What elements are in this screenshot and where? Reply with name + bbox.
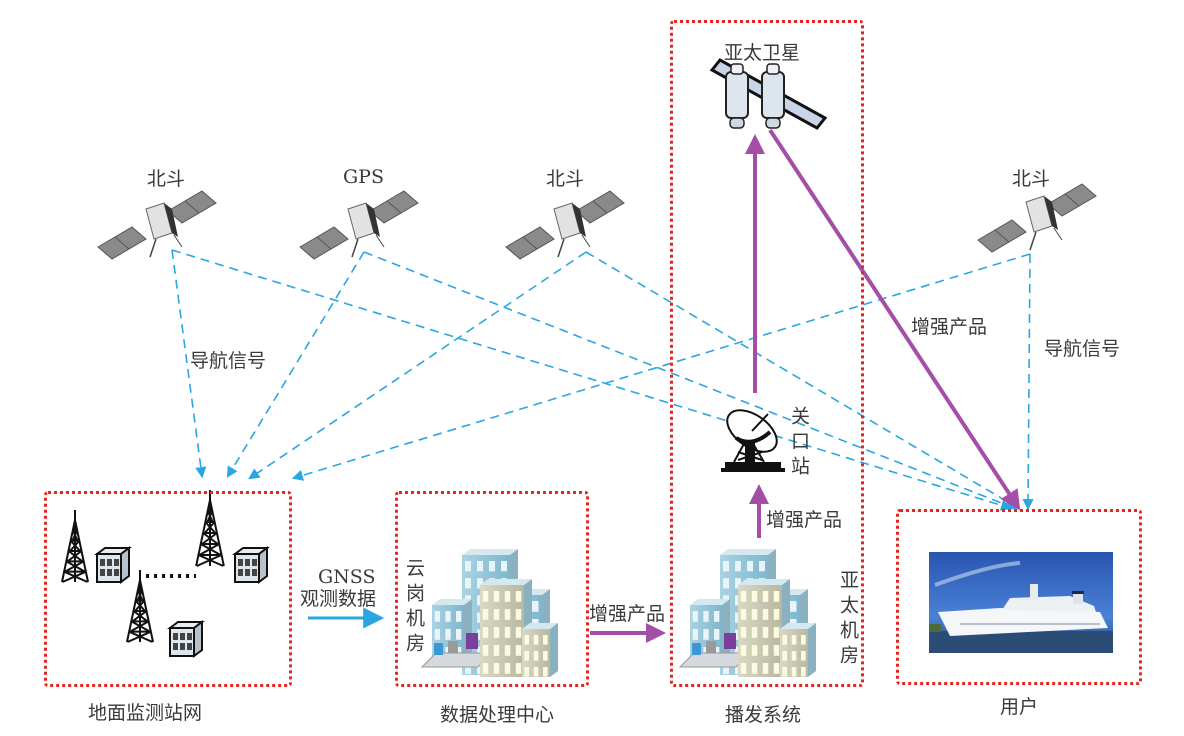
radio-tower-icon <box>61 510 89 583</box>
nav-signal-arrow <box>171 249 207 479</box>
user-group <box>896 509 1142 685</box>
data-center-group <box>395 491 589 687</box>
gnss-label: GNSS <box>318 566 376 588</box>
beidou-left-label: 北斗 <box>147 168 186 190</box>
equipment-purple <box>466 633 478 649</box>
equipment-blue <box>692 643 701 655</box>
enhance-geo-to-user-arrow <box>768 128 1021 511</box>
nav-signal-arrow <box>248 251 587 480</box>
ground-network-label: 地面监测站网 <box>88 702 203 724</box>
apac-geo-satellite-icon <box>709 58 828 130</box>
radio-tower-icon <box>126 570 154 643</box>
nav-signal-arrow <box>291 253 1031 481</box>
nav-signal-arrow <box>585 251 1020 510</box>
cloud-room-buildings-icon <box>420 549 558 677</box>
nav-signal-arrow <box>1022 253 1034 511</box>
apac-room-label: 亚太机房 <box>837 570 859 670</box>
gps-satellite-icon <box>299 190 419 260</box>
equipment-gray <box>448 641 458 653</box>
station-building-icon <box>232 546 270 584</box>
beidou-mid-label: 北斗 <box>546 168 585 190</box>
broadcast-system-label: 播发系统 <box>725 704 802 726</box>
broadcast-system-group <box>670 20 864 687</box>
cloud-room-label: 云岗机房 <box>403 558 425 658</box>
small-beige-building <box>522 623 558 677</box>
ground-station-network-icons <box>61 490 270 658</box>
apac-room-buildings-icon <box>678 549 816 677</box>
gps-label: GPS <box>343 166 384 188</box>
gateway-dish-icon <box>721 409 785 472</box>
equipment-blue <box>434 643 443 655</box>
nav-signal-arrow <box>226 251 365 478</box>
station-building-icon <box>167 620 205 658</box>
ground-network-group <box>44 491 292 687</box>
radio-tower-icon <box>195 490 225 567</box>
nav-signal-arrow <box>171 249 1013 511</box>
data-center-label: 数据处理中心 <box>440 704 555 726</box>
nav-signal-right-label: 导航信号 <box>1044 338 1121 360</box>
enhance-product-room-label: 增强产品 <box>766 509 843 531</box>
beidou-satellite-left-icon <box>97 190 217 260</box>
station-building-icon <box>94 546 132 584</box>
beidou-right-label: 北斗 <box>1012 168 1051 190</box>
enhance-product-geo-label: 增强产品 <box>911 316 988 338</box>
equipment-purple <box>724 633 736 649</box>
user-label: 用户 <box>1000 696 1039 718</box>
apac-satellite-label: 亚太卫星 <box>724 42 801 64</box>
beige-building <box>738 579 790 677</box>
gateway-label: 关口站 <box>788 406 810 481</box>
cruise-ship-photo <box>929 552 1113 653</box>
nav-signal-arrow <box>363 251 1017 510</box>
nav-signal-left-label: 导航信号 <box>190 350 267 372</box>
small-beige-building <box>780 623 816 677</box>
beidou-satellite-mid-icon <box>505 190 625 260</box>
observation-data-label: 观测数据 <box>300 588 377 610</box>
enhance-product-center-label: 增强产品 <box>589 603 666 625</box>
equipment-gray <box>706 641 716 653</box>
beidou-satellite-right-icon <box>977 183 1097 253</box>
